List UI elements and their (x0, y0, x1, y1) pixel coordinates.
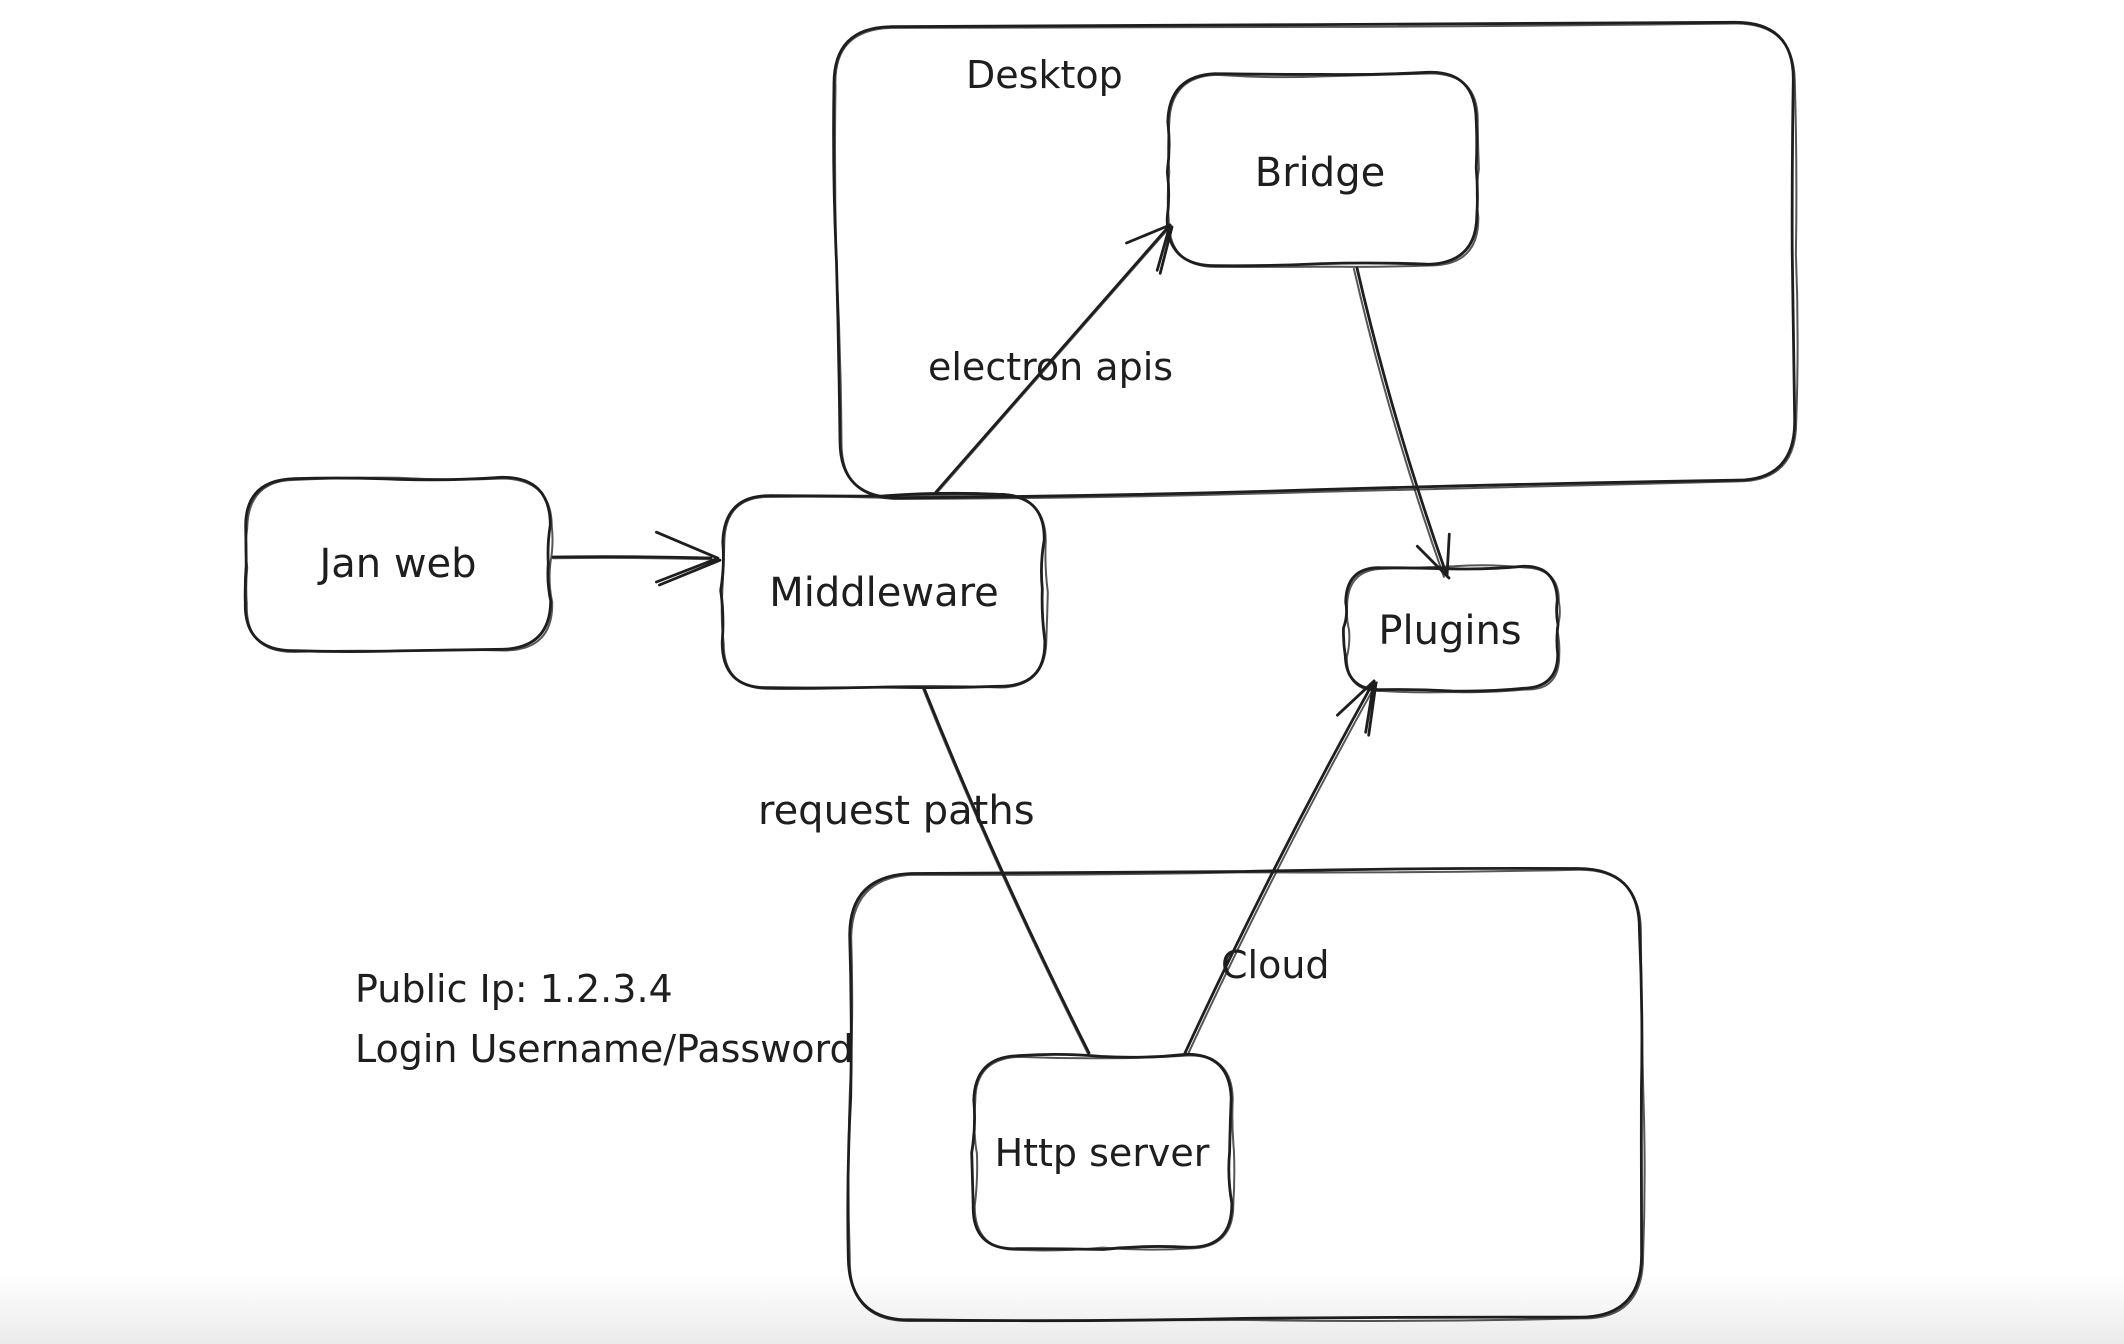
arrow-jan-web-to-middleware[interactable] (551, 530, 722, 587)
sketch-stroke (551, 556, 712, 561)
sketch-stroke (655, 530, 722, 587)
arrow-middleware-to-bridge[interactable] (934, 223, 1174, 494)
sketch-stroke (1336, 679, 1378, 737)
plugins-label: Plugins (1378, 608, 1521, 654)
sketch-stroke (921, 687, 1089, 1055)
edge-label-request-paths[interactable]: request paths (758, 788, 1035, 834)
node-middleware[interactable]: Middleware (719, 491, 1049, 691)
sketch-stroke (551, 555, 713, 560)
desktop-group-label: Desktop (966, 53, 1123, 97)
node-jan-web[interactable]: Jan web (243, 475, 554, 653)
sketch-stroke (934, 223, 1172, 494)
sketch-stroke (1166, 72, 1480, 268)
sketch-stroke (244, 476, 554, 653)
edge-label-electron-apis[interactable]: electron apis (928, 345, 1173, 389)
line-middleware-to-http-server[interactable] (921, 686, 1091, 1055)
sketch-stroke (973, 1054, 1236, 1252)
arrow-http-server-to-plugins[interactable] (1183, 679, 1378, 1056)
sketch-stroke (935, 224, 1172, 494)
sketch-stroke (1186, 681, 1378, 1056)
sketch-stroke (1355, 266, 1449, 578)
sketch-stroke (1352, 267, 1445, 578)
bridge-label: Bridge (1255, 150, 1385, 196)
sketch-stroke (834, 22, 1799, 501)
jan-web-label: Jan web (316, 541, 476, 587)
middleware-label: Middleware (769, 570, 999, 616)
sketch-stroke (1415, 532, 1451, 580)
sketch-stroke (922, 686, 1091, 1055)
node-http-server[interactable]: Http server (970, 1052, 1236, 1252)
cloud-group-label: Cloud (1221, 943, 1330, 987)
sketch-stroke (847, 868, 1646, 1323)
node-bridge[interactable]: Bridge (1165, 70, 1480, 268)
canvas-bottom-edge-fade (0, 1274, 2124, 1344)
annotation-login-credentials[interactable]: Login Username/Password (355, 1027, 854, 1071)
sketch-stroke (1125, 223, 1174, 275)
annotation-public-ip[interactable]: Public Ip: 1.2.3.4 (355, 967, 673, 1011)
sketch-stroke (1345, 564, 1561, 694)
node-desktop-group[interactable]: Desktop (832, 20, 1799, 501)
sketch-stroke (720, 493, 1049, 691)
sketch-stroke (719, 491, 1047, 690)
sketch-stroke (1183, 679, 1376, 1055)
arrow-bridge-to-plugins[interactable] (1352, 266, 1451, 580)
node-cloud-group[interactable]: Cloud (846, 866, 1646, 1323)
http-server-label: Http server (995, 1131, 1210, 1175)
node-plugins[interactable]: Plugins (1342, 564, 1561, 694)
